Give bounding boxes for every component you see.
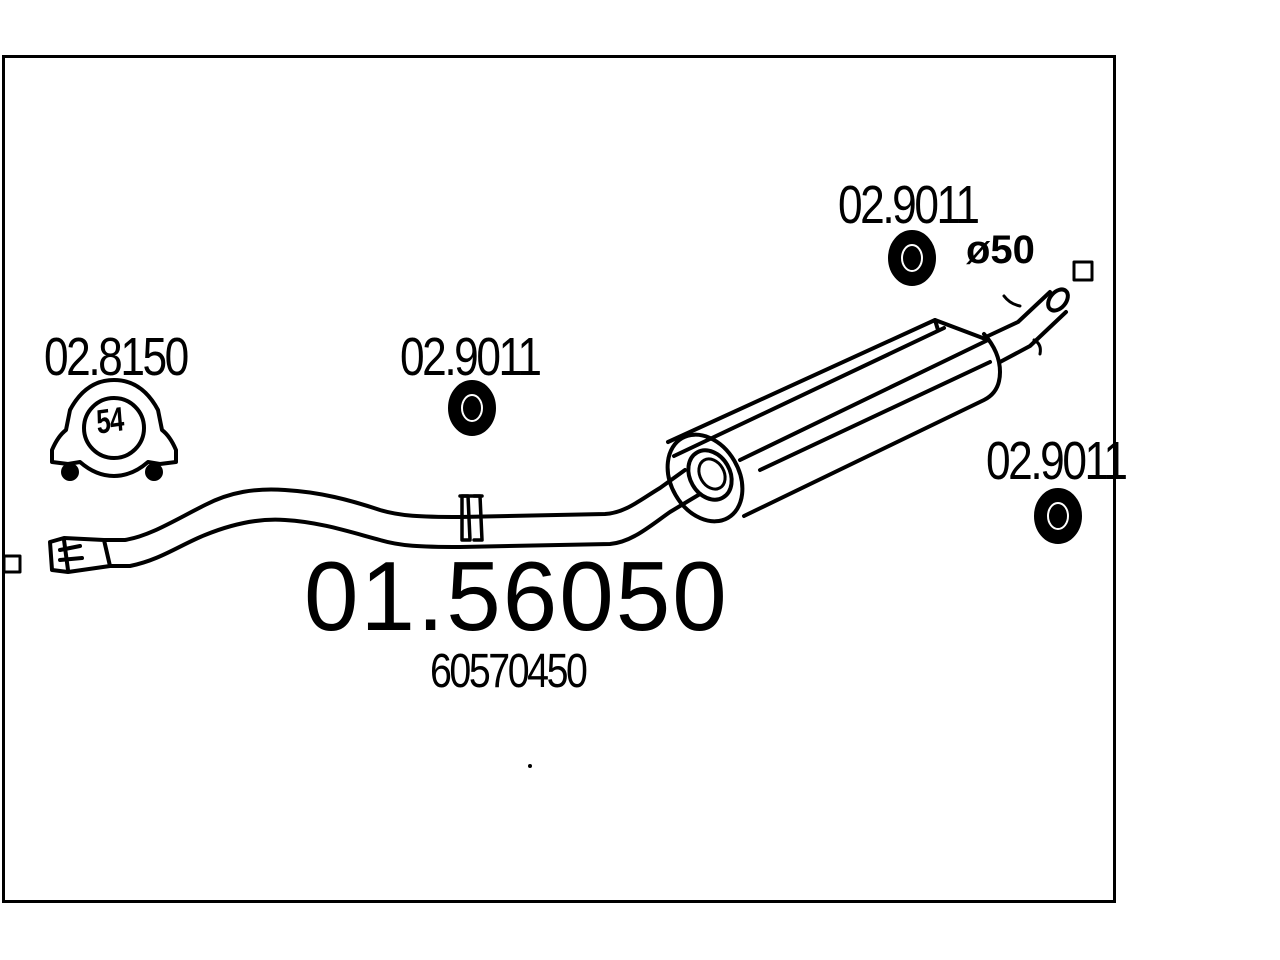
pipe-hanger <box>458 494 484 542</box>
tail-pipe <box>986 287 1070 364</box>
clamp-size-label: 54 <box>95 400 125 442</box>
rubber-mount-icon <box>1034 488 1082 544</box>
diagram-frame <box>2 55 1116 903</box>
front-connection-marker <box>2 554 22 574</box>
oem-number: 60570450 <box>430 645 588 698</box>
pipe-clamp-icon <box>50 378 178 481</box>
rubber-mount-right-code: 02.9011 <box>986 431 1128 491</box>
part-number: 01.56050 <box>304 541 729 651</box>
rubber-mount-icon <box>448 380 496 436</box>
outlet-diameter-label: ø50 <box>966 228 1035 272</box>
muffler <box>665 318 1002 524</box>
rubber-mount-top-code: 02.9011 <box>838 175 980 235</box>
rubber-mount-icon <box>888 230 936 286</box>
intermediate-pipe <box>102 468 702 568</box>
front-pipe-flange <box>48 536 112 574</box>
rubber-mount-middle-code: 02.9011 <box>400 327 542 387</box>
clamp-part-code: 02.8150 <box>44 327 189 387</box>
rear-connection-marker <box>1072 260 1094 282</box>
dot-mark <box>528 764 532 768</box>
